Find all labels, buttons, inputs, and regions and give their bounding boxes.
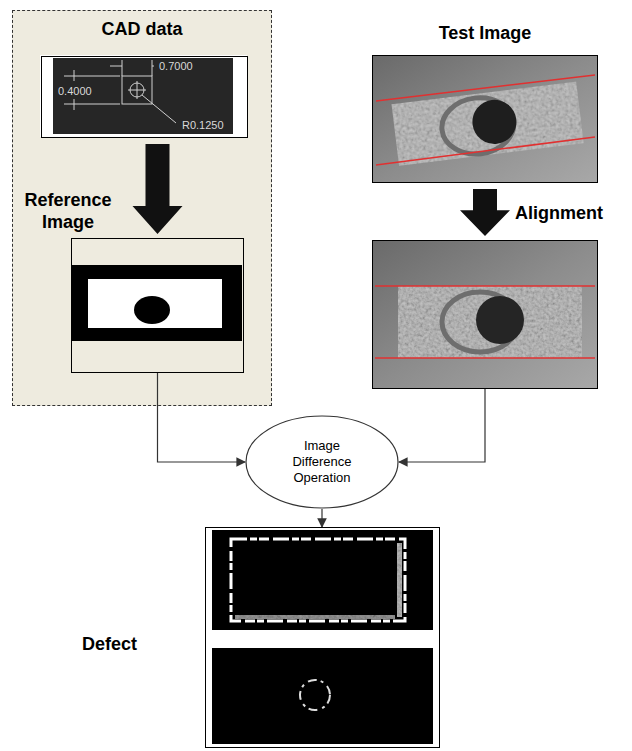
dimension-line xyxy=(110,66,122,67)
node-label: R0.1250 xyxy=(182,119,224,132)
photo-ground xyxy=(373,56,597,182)
dimension-line xyxy=(74,99,75,110)
edge-label: Alignment xyxy=(515,202,603,224)
connector xyxy=(399,389,485,462)
part-hole xyxy=(476,296,524,344)
part-hole xyxy=(470,97,519,146)
edge-line xyxy=(376,75,595,101)
image-box xyxy=(372,240,598,389)
connector xyxy=(158,373,246,462)
region-ground xyxy=(12,10,272,406)
defect-ground xyxy=(212,648,433,744)
extension-line xyxy=(152,60,153,76)
defect-edge xyxy=(235,615,395,619)
extension-line xyxy=(64,76,120,77)
edge-line xyxy=(375,285,595,287)
node-label: Image Difference Operation xyxy=(276,438,368,487)
center-mark xyxy=(137,81,138,99)
dashed-region: 0.7000 0.4000R0.1250Reference Image CAD da… xyxy=(12,10,272,406)
test-photo xyxy=(373,56,597,182)
reference-part xyxy=(88,279,222,328)
defect-images xyxy=(212,530,433,744)
image-box: Reference Image xyxy=(71,238,244,373)
part xyxy=(392,82,584,166)
defect-ground xyxy=(212,530,433,630)
leader-line xyxy=(142,95,176,123)
defect-circle xyxy=(300,680,330,710)
edge-line xyxy=(376,137,595,165)
cad-image xyxy=(53,58,233,134)
reference-ground xyxy=(71,265,242,341)
cad-frame-ground xyxy=(40,55,247,137)
image-box: Defect xyxy=(205,527,440,748)
image-box: Test Image xyxy=(372,55,598,183)
connector xyxy=(321,509,322,527)
block-arrow xyxy=(133,144,183,234)
extension-line xyxy=(122,60,123,76)
aligned-photo xyxy=(373,241,597,388)
reference-hole xyxy=(134,296,170,324)
defect-edge xyxy=(397,543,402,617)
cad-box: 0.7000 0.4000R0.1250 xyxy=(41,56,248,138)
process-ellipse: Image Difference Operation xyxy=(245,415,399,509)
part-body xyxy=(398,286,582,358)
dimension-line xyxy=(74,70,75,81)
node-label: 0.4000 xyxy=(58,85,92,98)
defect-outline xyxy=(231,539,405,621)
ellipse-shape xyxy=(246,416,398,508)
heading-label: CAD data xyxy=(13,19,271,41)
node-label: 0.7000 xyxy=(159,60,193,73)
dimension-line xyxy=(152,66,154,67)
extension-line xyxy=(64,104,120,105)
heading-label: Reference Image xyxy=(18,189,118,233)
heading-label: Defect xyxy=(82,634,162,656)
edge-line xyxy=(375,357,595,359)
part-body xyxy=(392,82,584,166)
heading-label: Test Image xyxy=(373,23,597,45)
photo-ground xyxy=(373,241,597,388)
block-arrow xyxy=(460,189,510,236)
